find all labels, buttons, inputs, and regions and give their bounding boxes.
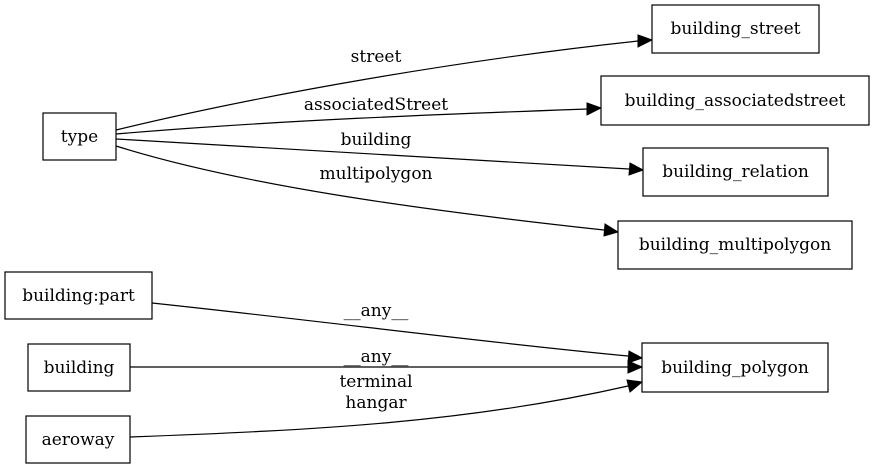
node-label: building_polygon (661, 358, 809, 378)
arrowhead (626, 379, 644, 393)
arrowhead (628, 162, 645, 176)
edge-label-terminal: terminal (339, 372, 412, 392)
arrowhead (627, 360, 644, 374)
node-building-street: building_street (651, 4, 820, 54)
edge-label-multipolygon: multipolygon (320, 164, 433, 184)
edge-line (129, 385, 629, 438)
node-box (651, 4, 820, 54)
node-label: building_relation (662, 162, 809, 182)
edge-type-street (115, 34, 654, 131)
node-building-relation: building_relation (642, 147, 829, 197)
node-label: building:part (22, 286, 135, 306)
edge-line (151, 302, 629, 357)
arrowhead (627, 350, 644, 364)
node-label: building_multipolygon (639, 235, 831, 255)
node-label: aeroway (42, 430, 115, 450)
edge-type-multipolygon (115, 145, 620, 237)
node-box (27, 343, 131, 392)
node-box (25, 415, 131, 464)
node-building-multipolygon: building_multipolygon (617, 220, 853, 270)
node-box (617, 220, 853, 270)
node-box (600, 75, 870, 126)
node-label: building_associatedstreet (625, 91, 846, 111)
edge-type-building (115, 138, 645, 176)
edge-label-building: building (341, 130, 412, 150)
edge-line (115, 40, 639, 131)
node-building-associatedstreet: building_associatedstreet (600, 75, 870, 126)
edge-buildingpart-any (151, 302, 644, 364)
edge-building-any (130, 360, 644, 374)
edge-label-any-building: __any__ (344, 347, 409, 367)
node-box (641, 342, 829, 393)
node-label: type (61, 127, 98, 147)
arrowhead (603, 223, 620, 237)
node-label: building_street (671, 19, 801, 39)
node-box (4, 271, 153, 320)
edge-line (115, 108, 588, 135)
arrowhead (637, 34, 654, 48)
edge-line (115, 145, 605, 231)
node-box (42, 112, 117, 161)
node-type: type (42, 112, 117, 161)
edge-line (115, 138, 630, 170)
node-label: building (44, 358, 115, 378)
node-aeroway: aeroway (25, 415, 131, 464)
node-building-polygon: building_polygon (641, 342, 829, 393)
node-building-part: building:part (4, 271, 153, 320)
edge-labels: street associatedStreet building multipo… (304, 47, 448, 413)
edge-label-associatedstreet: associatedStreet (304, 95, 448, 115)
edge-type-associatedstreet (115, 102, 603, 135)
edge-label-street: street (351, 47, 402, 67)
edge-label-any-part: __any__ (344, 301, 409, 321)
edge-label-hangar: hangar (345, 393, 407, 413)
node-building: building (27, 343, 131, 392)
node-box (642, 147, 829, 197)
arrowhead (586, 102, 603, 116)
edge-aeroway-terminal-hangar (129, 379, 644, 438)
